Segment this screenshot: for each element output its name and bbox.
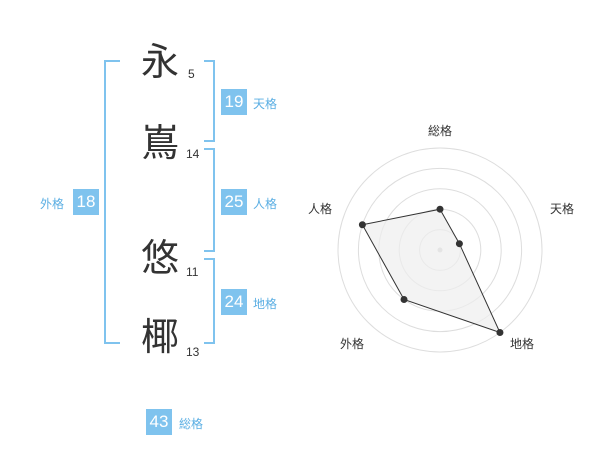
radar-series-polygon [361, 208, 501, 334]
tenkaku-label: 天格 [253, 97, 278, 111]
radar-point-3 [400, 296, 408, 304]
stroke-count-3: 11 [186, 265, 199, 279]
gaikaku-value: 18 [73, 189, 99, 215]
radar-point-4 [358, 221, 366, 229]
soukaku-value: 43 [146, 409, 172, 435]
name-char-2: 嶌 [141, 121, 180, 165]
name-char-3: 悠 [141, 236, 180, 280]
chikaku-bracket [204, 258, 215, 344]
gaikaku-label: 外格 [40, 197, 65, 211]
radar-axis-label-0: 総格 [428, 124, 453, 138]
chikaku-value: 24 [221, 289, 247, 315]
radar-axis-label-3: 外格 [340, 337, 365, 351]
jinkaku-label: 人格 [253, 197, 278, 211]
name-char-4: 椰 [141, 315, 180, 359]
jinkaku-bracket [204, 148, 215, 252]
radar-point-2 [496, 329, 504, 337]
stroke-count-4: 13 [186, 345, 200, 359]
radar-axis-label-4: 人格 [308, 202, 333, 216]
name-char-1: 永 [141, 40, 180, 84]
radar-grid-ring [337, 147, 543, 353]
stroke-count-2: 14 [186, 147, 200, 161]
chikaku-label: 地格 [253, 297, 278, 311]
soukaku-label: 総格 [179, 417, 204, 431]
stroke-count-1: 5 [188, 67, 195, 81]
tenkaku-bracket [204, 60, 215, 142]
jinkaku-value: 25 [221, 189, 247, 215]
radar-axis-label-1: 天格 [550, 202, 575, 216]
radar-axis-label-2: 地格 [510, 337, 535, 351]
radar-point-0 [436, 205, 444, 213]
radar-grid-ring [357, 167, 523, 333]
gaikaku-bracket [104, 60, 120, 344]
tenkaku-value: 19 [221, 89, 247, 115]
radar-point-1 [455, 240, 463, 248]
